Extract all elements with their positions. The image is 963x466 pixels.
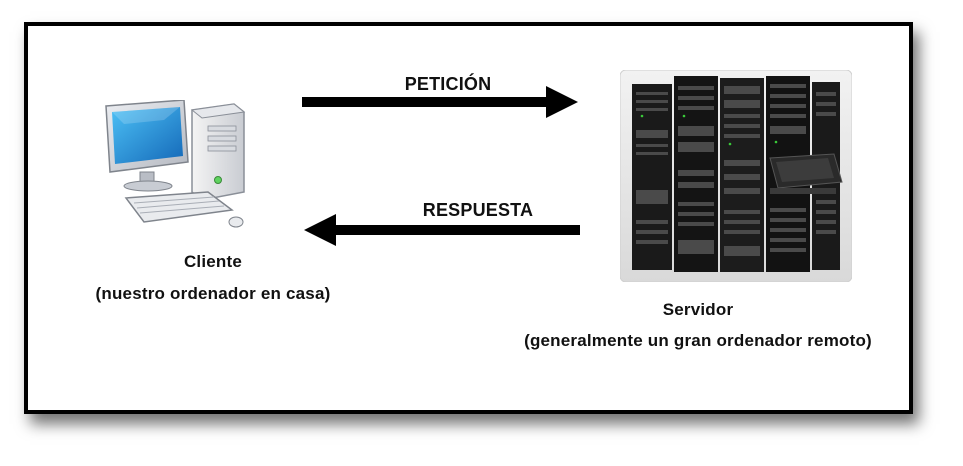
server-rack-icon	[620, 70, 852, 282]
response-arrow-icon	[304, 214, 580, 246]
diagram-frame: PETICIÓN RESPUESTA Cliente (nuestro orde…	[24, 22, 913, 414]
server-subtitle: (generalmente un gran ordenador remoto)	[524, 331, 872, 350]
desktop-computer-icon	[105, 100, 246, 228]
request-arrow-icon	[302, 86, 578, 118]
request-label: PETICIÓN	[404, 74, 492, 94]
client-subtitle: (nuestro ordenador en casa)	[95, 284, 331, 303]
server-title: Servidor	[662, 300, 734, 319]
response-label: RESPUESTA	[422, 200, 534, 220]
client-title: Cliente	[183, 252, 243, 271]
